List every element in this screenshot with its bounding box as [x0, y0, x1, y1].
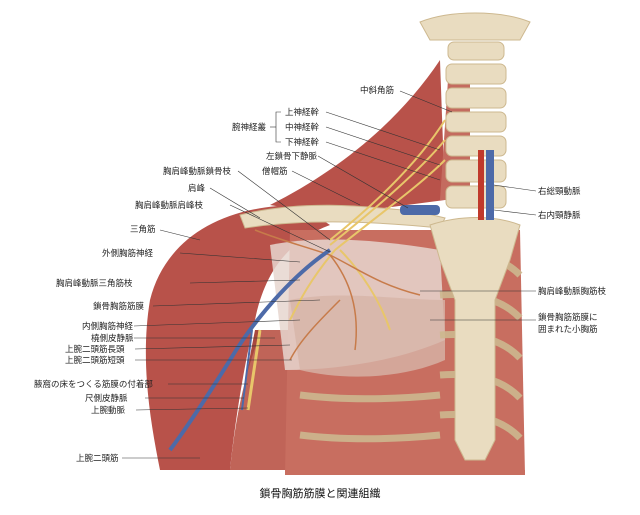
label-lateral-pectoral-nerve: 外側胸筋神経 — [102, 248, 154, 259]
label-pectoralis-minor-line2: 囲まれた小胸筋 — [538, 324, 598, 335]
biceps-muscle — [230, 330, 300, 470]
leader-lines — [122, 90, 537, 459]
label-biceps: 上腕二頭筋 — [76, 453, 119, 464]
sternum — [429, 217, 521, 461]
deltoid-muscle — [145, 205, 330, 470]
label-basilic-vein: 尺側皮静脈 — [85, 393, 128, 404]
label-acromion: 肩峰 — [188, 183, 206, 194]
anatomy-illustration — [145, 12, 531, 475]
labels: 中斜角筋 腕神経叢 上神経幹 中神経幹 下神経幹 左鎖骨下静脈 僧帽筋 胸肩峰動… — [34, 85, 607, 464]
label-internal-jugular: 右内頸静脈 — [538, 210, 581, 221]
label-chuushakakukin: 中斜角筋 — [360, 85, 394, 96]
brachial-vessels — [246, 329, 262, 411]
label-pectoral-branch: 胸肩峰動脈胸筋枝 — [538, 286, 607, 297]
label-deltoid-branch: 胸肩峰動脈三角筋枝 — [56, 278, 133, 289]
subclavian-vein-shape — [400, 205, 440, 215]
label-pectoralis-minor-line1: 鎖骨胸筋筋膜に — [538, 312, 598, 323]
pectoralis-minor — [290, 295, 445, 377]
label-brachial-artery: 上腕動脈 — [91, 405, 126, 416]
label-deltoid: 三角筋 — [130, 224, 156, 235]
lower-chest — [285, 470, 525, 475]
figure-caption: 鎖骨胸筋筋膜と関連組織 — [260, 486, 381, 500]
jugular-vein — [486, 150, 494, 220]
carotid-artery — [478, 150, 484, 220]
label-trapezius: 僧帽筋 — [262, 166, 288, 177]
label-clavicular-branch: 胸肩峰動脈鎖骨枝 — [163, 166, 232, 177]
label-lower-trunk: 下神経幹 — [285, 137, 320, 148]
label-medial-pectoral-nerve: 内側胸筋神経 — [82, 321, 134, 332]
label-clavipectoral-fascia: 鎖骨胸筋筋膜 — [93, 301, 145, 312]
label-axilla-floor: 腋窩の床をつくる筋膜の付着部 — [34, 379, 153, 390]
label-upper-trunk: 上神経幹 — [285, 107, 320, 118]
label-subclavian-vein: 左鎖骨下静脈 — [266, 151, 318, 162]
brachial-plexus — [289, 119, 446, 331]
label-biceps-long: 上腕二頭筋長頭 — [65, 344, 125, 355]
label-middle-trunk: 中神経幹 — [285, 122, 320, 133]
label-acromial-branch: 胸肩峰動脈肩峰枝 — [135, 200, 204, 211]
label-plexus-group: 腕神経叢 — [232, 122, 267, 133]
label-common-carotid: 右総頸動脈 — [538, 186, 581, 197]
cervical-spine — [419, 12, 531, 209]
label-biceps-short: 上腕二頭筋短頭 — [65, 355, 125, 366]
thoracoacromial-branches — [254, 229, 421, 361]
label-cephalic-vein: 橈側皮静脈 — [91, 333, 134, 344]
